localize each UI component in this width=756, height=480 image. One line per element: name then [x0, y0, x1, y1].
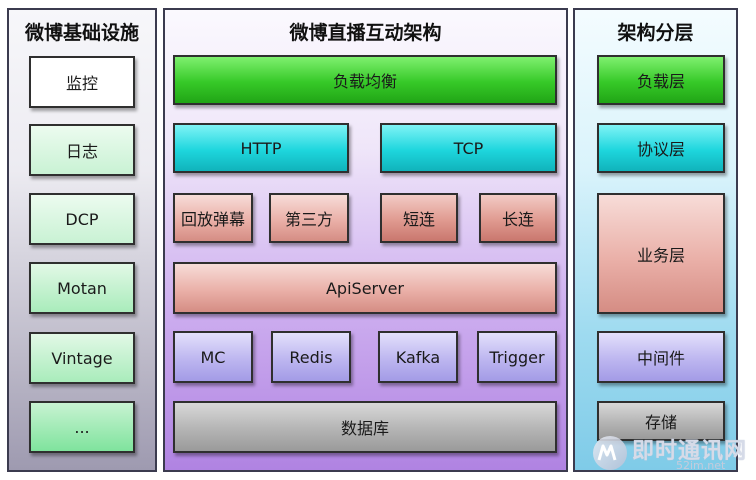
- short-conn-label: 短连: [402, 210, 435, 229]
- logging-label: 日志: [65, 142, 98, 161]
- third-party-box: 第三方: [269, 193, 349, 243]
- infrastructure-title: 微博基础设施: [24, 22, 139, 44]
- infrastructure-panel: 微博基础设施 监控 日志 DCP Motan Vintage ...: [7, 8, 157, 472]
- long-conn-label: 长连: [501, 210, 534, 229]
- middleware-box: 中间件: [597, 331, 725, 383]
- database-box: 数据库: [173, 401, 557, 453]
- api-server-label: ApiServer: [325, 278, 404, 298]
- watermark: 即时通讯网 52im.net: [590, 433, 750, 475]
- http-box: HTTP: [173, 123, 349, 173]
- tcp-label: TCP: [453, 138, 484, 158]
- load-layer-label: 负载层: [636, 72, 685, 91]
- storage-label: 存储: [644, 413, 677, 432]
- architecture-panel: 微博直播互动架构 负载均衡 HTTP TCP 回放弹幕 第三方 短连 长连 Ap…: [163, 8, 568, 472]
- monitoring-box: 监控: [29, 56, 135, 108]
- load-balance-label: 负载均衡: [332, 72, 397, 91]
- third-party-label: 第三方: [284, 210, 333, 229]
- logging-box: 日志: [29, 124, 135, 176]
- trigger-box: Trigger: [477, 331, 557, 383]
- trigger-label: Trigger: [489, 347, 545, 367]
- load-layer-box: 负载层: [597, 55, 725, 105]
- more-box: ...: [29, 401, 135, 453]
- watermark-site: 52im.net: [676, 459, 726, 472]
- monitoring-label: 监控: [65, 74, 98, 93]
- protocol-layer-label: 协议层: [636, 140, 685, 159]
- layers-title: 架构分层: [617, 22, 694, 44]
- redis-box: Redis: [271, 331, 351, 383]
- architecture-title: 微博直播互动架构: [289, 22, 442, 44]
- mc-label: MC: [200, 347, 226, 367]
- kafka-box: Kafka: [378, 331, 458, 383]
- replay-danmaku-box: 回放弹幕: [173, 193, 253, 243]
- long-conn-box: 长连: [479, 193, 557, 243]
- kafka-label: Kafka: [395, 347, 441, 367]
- dcp-label: DCP: [65, 209, 99, 229]
- redis-label: Redis: [289, 347, 333, 367]
- short-conn-box: 短连: [380, 193, 458, 243]
- vintage-box: Vintage: [29, 332, 135, 384]
- business-layer-box: 业务层: [597, 193, 725, 314]
- watermark-logo-icon: [593, 436, 627, 470]
- replay-danmaku-label: 回放弹幕: [180, 210, 245, 229]
- api-server-box: ApiServer: [173, 262, 557, 314]
- database-label: 数据库: [340, 419, 389, 438]
- http-label: HTTP: [240, 138, 282, 158]
- protocol-layer-box: 协议层: [597, 123, 725, 173]
- middleware-label: 中间件: [636, 349, 685, 368]
- layers-panel: 架构分层 负载层 协议层 业务层 中间件 存储: [573, 8, 738, 472]
- load-balance-box: 负载均衡: [173, 55, 557, 105]
- vintage-label: Vintage: [51, 348, 113, 368]
- tcp-box: TCP: [380, 123, 557, 173]
- motan-label: Motan: [57, 278, 107, 298]
- business-layer-label: 业务层: [636, 245, 685, 265]
- more-label: ...: [74, 417, 90, 437]
- mc-box: MC: [173, 331, 253, 383]
- dcp-box: DCP: [29, 193, 135, 245]
- watermark-name: 即时通讯网: [632, 439, 748, 464]
- motan-box: Motan: [29, 262, 135, 314]
